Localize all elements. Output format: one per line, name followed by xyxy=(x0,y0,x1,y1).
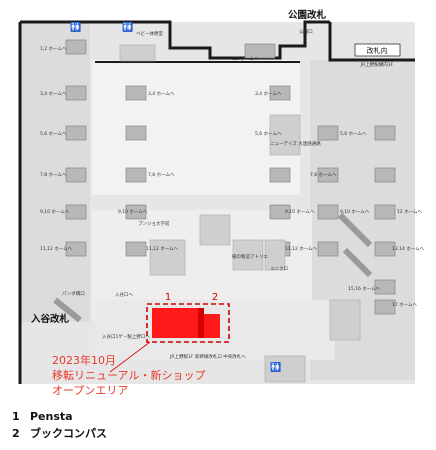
exit-iriya-label: 入谷改札 xyxy=(30,313,70,325)
label-3-4-mid: 3,4 ホームへ xyxy=(148,91,175,97)
label-iriya-floor: 入谷口1ゲ・駅上野口へ xyxy=(102,333,150,340)
label-bungu: ブンジョ大学前 xyxy=(138,220,170,227)
label-9-10-mid2: 9,10 ホームへ xyxy=(285,209,315,215)
place-labels: ベビー休憩室 ニューデイズ 大連絡通路 ブンジョ大学前 ユニクロ 紙の製造アトリ… xyxy=(62,30,321,360)
legend-item-1-number: 1 xyxy=(12,410,20,423)
label-3-4-mid2: 3,4 ホームへ xyxy=(255,91,282,97)
stairs-left xyxy=(65,39,87,257)
label-uniqlo: ユニクロ xyxy=(270,266,288,272)
announcement-line-2: 移転リニューアル・新ショップ xyxy=(52,368,205,382)
announcement-line-3: オープンエリア xyxy=(52,384,128,397)
label-13-14-right: 13,14 ホームへ xyxy=(392,246,425,252)
restroom-icon: 🚻 🚻 🚻 xyxy=(70,21,281,373)
label-11-12-mid2: 11,12 ホームへ xyxy=(285,246,318,252)
label-9-10-left: 9,10 ホームへ xyxy=(40,209,70,215)
park-exit-small: 公園口 xyxy=(299,29,313,35)
svg-text:🚻: 🚻 xyxy=(122,21,133,33)
label-12-right: 12 ホームへ xyxy=(397,209,423,215)
station-floor-map: 🚻 🚻 🚻 1 2 公園改札 入谷改札 改札内 JR上野駅構内3F 公園口 1,… xyxy=(18,9,425,397)
legend: 1 Pensta 2 ブックコンパス xyxy=(12,408,107,442)
legend-item-1-name: Pensta xyxy=(30,410,73,423)
marker-1: 1 xyxy=(165,292,171,303)
ticket-gate-sub-label: JR上野駅構内3F xyxy=(360,61,394,68)
stairs-right xyxy=(317,125,396,315)
ticket-gate-box: 改札内 JR上野駅構内3F xyxy=(354,43,401,68)
label-11-12-left: 11,12 ホームへ xyxy=(40,246,73,252)
label-7-8-mid: 7,8 ホームへ xyxy=(148,172,175,178)
label-nursing-room: ベビー休憩室 xyxy=(136,30,163,37)
label-paper-shop: 紙の製造アトリエ xyxy=(232,253,268,260)
legend-item-2-name: ブックコンパス xyxy=(30,427,107,440)
label-17-right: 17 ホームへ xyxy=(392,302,418,308)
announcement: 2023年10月 移転リニューアル・新ショップ オープンエリア xyxy=(52,353,205,397)
shop-blocks xyxy=(119,44,361,383)
label-panda-bridge: パンダ橋口 xyxy=(62,290,85,297)
label-3-4-left: 3,4 ホームへ xyxy=(40,91,67,97)
announcement-line-1: 2023年10月 xyxy=(52,353,116,367)
label-5-6-mid: 5,6 ホームへ xyxy=(255,131,282,137)
svg-text:🚻: 🚻 xyxy=(70,21,81,33)
platform-labels-middle: 1,2 ホームへ 3,4 ホームへ 3,4 ホームへ 5,6 ホームへ 7,8 … xyxy=(118,56,318,252)
label-5-6-right: 5,6 ホームへ xyxy=(340,131,367,137)
svg-text:🚻: 🚻 xyxy=(270,361,281,373)
leader-line xyxy=(109,341,151,373)
marker-2: 2 xyxy=(212,292,218,303)
outer-walls xyxy=(18,20,415,384)
label-9-10-mid: 9,10 ホームへ xyxy=(118,209,148,215)
label-1-2-mid: 1,2 ホームへ xyxy=(232,56,259,62)
legend-item-2: 2 ブックコンパス xyxy=(12,425,107,442)
platform-labels-right: 5,6 ホームへ 7,8 ホームへ 9,10 ホームへ 12 ホームへ 13,1… xyxy=(310,131,425,308)
label-5-6-left: 5,6 ホームへ xyxy=(40,131,67,137)
label-7-8-left: 7,8 ホームへ xyxy=(40,172,67,178)
label-iriya-entrance: 入谷口へ xyxy=(115,291,133,298)
label-jr-ueno: JR上野駅1F 新幹線改札口 中央改札へ xyxy=(169,353,246,360)
legend-item-1: 1 Pensta xyxy=(12,408,107,425)
label-9-10-right: 9,10 ホームへ xyxy=(340,209,370,215)
floor-area xyxy=(20,22,415,384)
escalators xyxy=(53,212,373,323)
legend-item-2-number: 2 xyxy=(12,427,20,440)
label-new-days: ニューデイズ 大連絡通路 xyxy=(270,140,321,147)
label-1-2-left: 1,2 ホームへ xyxy=(40,46,67,52)
ticket-gate-box-label: 改札内 xyxy=(367,46,388,55)
platform-labels-left: 1,2 ホームへ 3,4 ホームへ 5,6 ホームへ 7,8 ホームへ 9,10… xyxy=(40,46,73,252)
label-11-12-mid: 11,12 ホームへ xyxy=(146,246,179,252)
exit-kouen-label: 公園改札 xyxy=(288,9,327,21)
label-15-16-right: 15,16 ホームへ xyxy=(348,286,381,292)
label-7-8-right: 7,8 ホームへ xyxy=(310,172,337,178)
renewal-area xyxy=(146,303,230,343)
